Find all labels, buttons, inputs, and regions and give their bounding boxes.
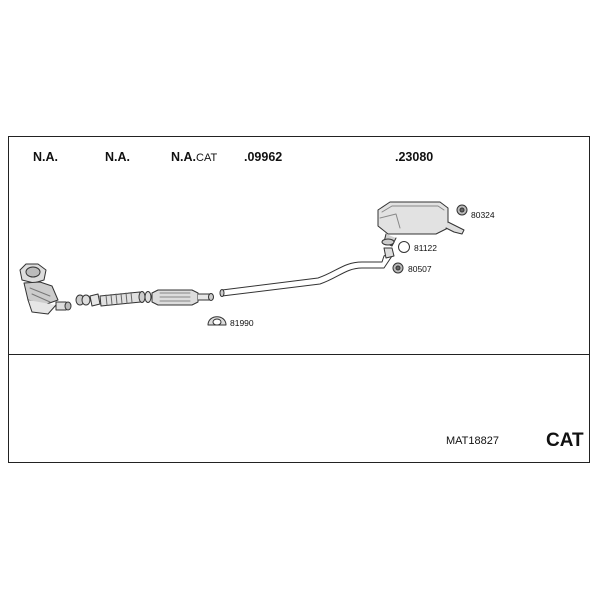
flex-pipe	[99, 291, 152, 307]
part-number: MAT18827	[446, 435, 499, 447]
mid-pipe	[219, 247, 395, 297]
diagram-frame	[8, 136, 590, 463]
callout-81122: 81122	[414, 243, 438, 253]
part-label-3-main: N.A.	[171, 150, 196, 164]
rubber-mount-80507-part	[392, 262, 404, 274]
part-label-2: N.A.	[105, 150, 130, 164]
system-type-label: CAT	[546, 430, 584, 451]
part-label-3: N.A.CAT	[171, 150, 217, 164]
middle-catalytic-converter	[151, 289, 214, 306]
part-label-5: .23080	[395, 150, 434, 164]
callout-81990: 81990	[230, 318, 254, 328]
front-pipe-gasket	[75, 293, 101, 307]
clamp-81990-part	[207, 316, 227, 326]
rubber-mount-80324-part	[456, 204, 468, 216]
part-label-4: .09962	[244, 150, 283, 164]
part-label-3-suffix: CAT	[196, 152, 218, 164]
front-catalytic-converter	[19, 263, 72, 315]
part-label-1: N.A.	[33, 150, 58, 164]
callout-80507: 80507	[408, 264, 432, 274]
callout-80324: 80324	[471, 210, 495, 220]
frame-divider	[8, 354, 590, 355]
sealing-ring-81122-part	[398, 241, 410, 253]
rear-muffler	[377, 201, 465, 247]
